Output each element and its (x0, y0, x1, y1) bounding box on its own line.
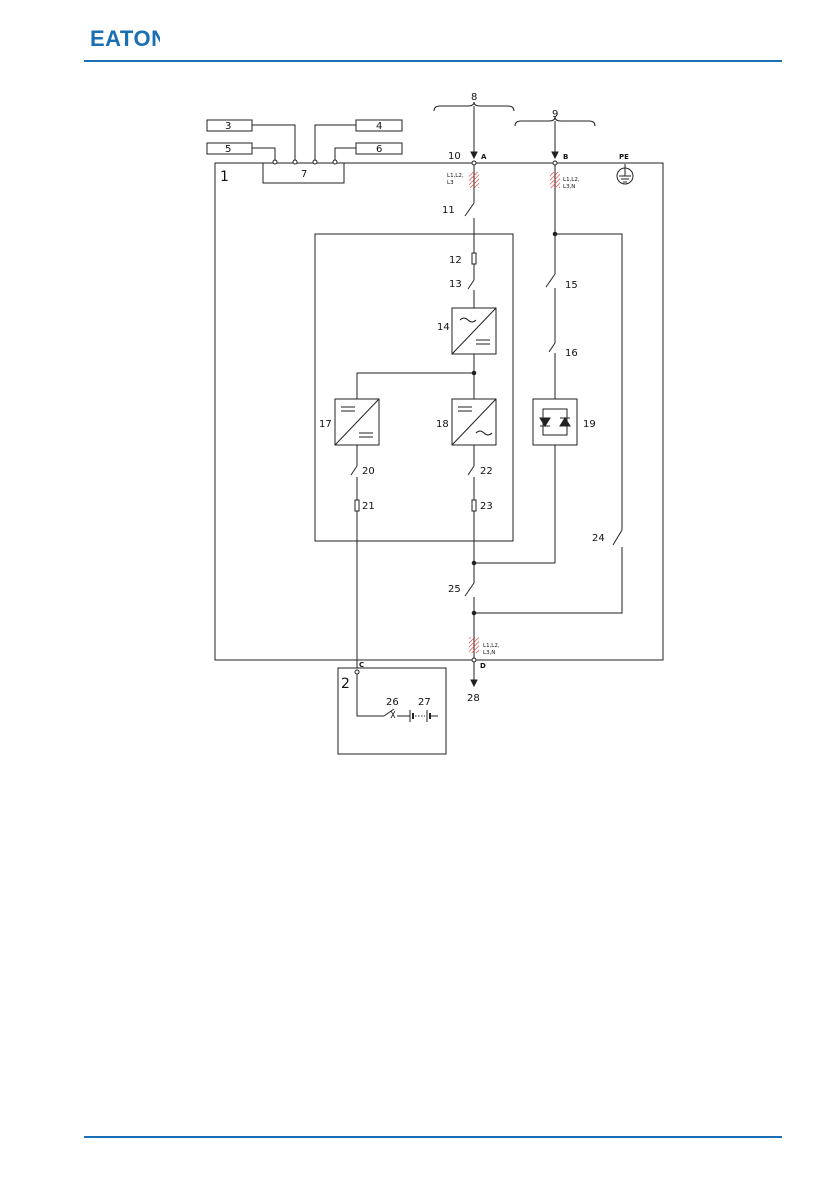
label-16: 16 (565, 348, 578, 359)
phase-b-line1: L1,L2, (563, 177, 580, 183)
switch-22 (468, 466, 474, 475)
switch-16 (549, 343, 555, 352)
fuse-23 (472, 500, 476, 511)
label-7: 7 (301, 169, 307, 180)
terminal-d-label: D (480, 662, 486, 670)
label-2: 2 (341, 676, 350, 692)
switch-13 (468, 280, 474, 289)
terminal-c-label: C (359, 661, 364, 669)
terminal-d-dot (472, 658, 476, 662)
label-1: 1 (220, 169, 229, 185)
switch-20 (351, 466, 357, 475)
terminal-c-dot (355, 670, 359, 674)
label-18: 18 (436, 419, 449, 430)
switch-11 (465, 203, 474, 216)
switch-25 (465, 583, 474, 596)
label-25: 25 (448, 584, 461, 595)
label-27: 27 (418, 697, 431, 708)
label-11: 11 (442, 205, 455, 216)
label-5: 5 (225, 144, 231, 155)
label-12: 12 (449, 255, 462, 266)
power-module-box (315, 234, 513, 541)
static-switch-19 (533, 399, 577, 445)
label-26: 26 (386, 697, 399, 708)
phase-hatch-d (469, 637, 479, 653)
phase-a-line1: L1,L2, (447, 173, 464, 179)
label-21: 21 (362, 501, 375, 512)
label-23: 23 (480, 501, 493, 512)
terminal-a-dot (472, 161, 476, 165)
phase-d-line2: L3,N (483, 650, 495, 656)
label-24: 24 (592, 533, 605, 544)
battery-27 (410, 710, 438, 722)
label-10: 10 (448, 151, 461, 162)
label-8: 8 (471, 92, 477, 103)
label-14: 14 (437, 322, 450, 333)
label-20: 20 (362, 466, 375, 477)
terminal-b-label: B (563, 153, 568, 161)
terminal-a-label: A (481, 153, 487, 161)
phase-hatch-b (550, 172, 560, 188)
phase-hatch-a (469, 172, 479, 188)
label-13: 13 (449, 279, 462, 290)
label-6: 6 (376, 144, 382, 155)
switch-15 (546, 274, 555, 287)
fuse-21 (355, 500, 359, 511)
label-9: 9 (552, 109, 558, 120)
label-3: 3 (225, 121, 231, 132)
terminal-b-dot (553, 161, 557, 165)
switch-24 (613, 530, 622, 545)
label-22: 22 (480, 466, 493, 477)
label-15: 15 (565, 280, 578, 291)
ups-cabinet (215, 163, 663, 660)
label-17: 17 (319, 419, 332, 430)
label-19: 19 (583, 419, 596, 430)
phase-d-line1: L1,L2, (483, 643, 500, 649)
label-28: 28 (467, 693, 480, 704)
fuse-12 (472, 253, 476, 264)
phase-a-line2: L3 (447, 180, 454, 186)
phase-b-line2: L3,N (563, 184, 575, 190)
label-4: 4 (376, 121, 382, 132)
pe-label: PE (619, 153, 629, 161)
